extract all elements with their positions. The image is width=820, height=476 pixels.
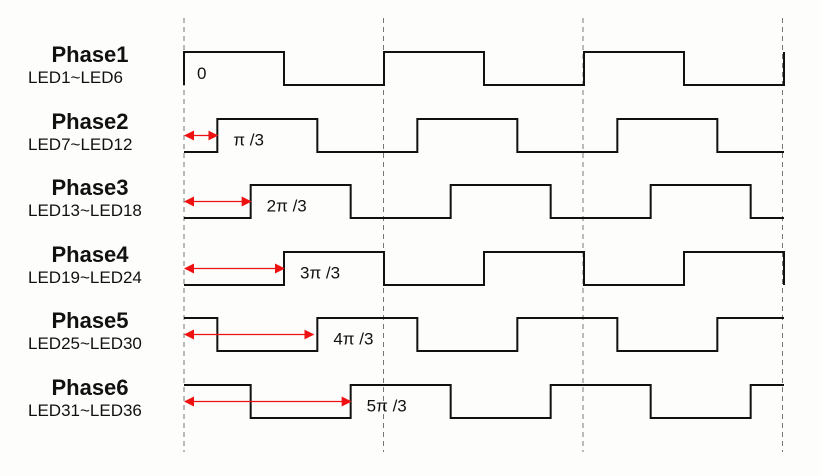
waveform-phase1 — [183, 51, 785, 86]
led-range-label: LED25~LED30 — [28, 334, 142, 353]
led-range-label: LED31~LED36 — [28, 401, 142, 420]
phase-name: Phase4 — [51, 242, 129, 267]
phase-name: Phase6 — [51, 375, 129, 400]
led-range-label: LED1~LED6 — [28, 68, 123, 87]
phase-offset-label: 3π /3 — [300, 264, 340, 283]
phase-name: Phase2 — [51, 109, 129, 134]
phase-offset-label: 2π /3 — [267, 197, 307, 216]
phase-offset-label: 4π /3 — [333, 330, 373, 349]
waveform-phase5 — [184, 317, 784, 352]
phase-offset-label: 5π /3 — [367, 397, 407, 416]
phase-name: Phase1 — [51, 42, 129, 67]
led-range-label: LED19~LED24 — [28, 268, 142, 287]
waveform-phase6 — [184, 384, 784, 419]
waveform-phase4 — [184, 251, 785, 286]
phase-offset-label: π /3 — [233, 131, 264, 150]
led-range-label: LED13~LED18 — [28, 201, 142, 220]
led-range-label: LED7~LED12 — [28, 135, 133, 154]
waveform-phase2 — [184, 118, 784, 153]
phase-name: Phase5 — [51, 308, 129, 333]
waveform-phase3 — [184, 184, 784, 219]
phase-name: Phase3 — [51, 175, 129, 200]
phase-offset-label: 0 — [197, 64, 206, 83]
